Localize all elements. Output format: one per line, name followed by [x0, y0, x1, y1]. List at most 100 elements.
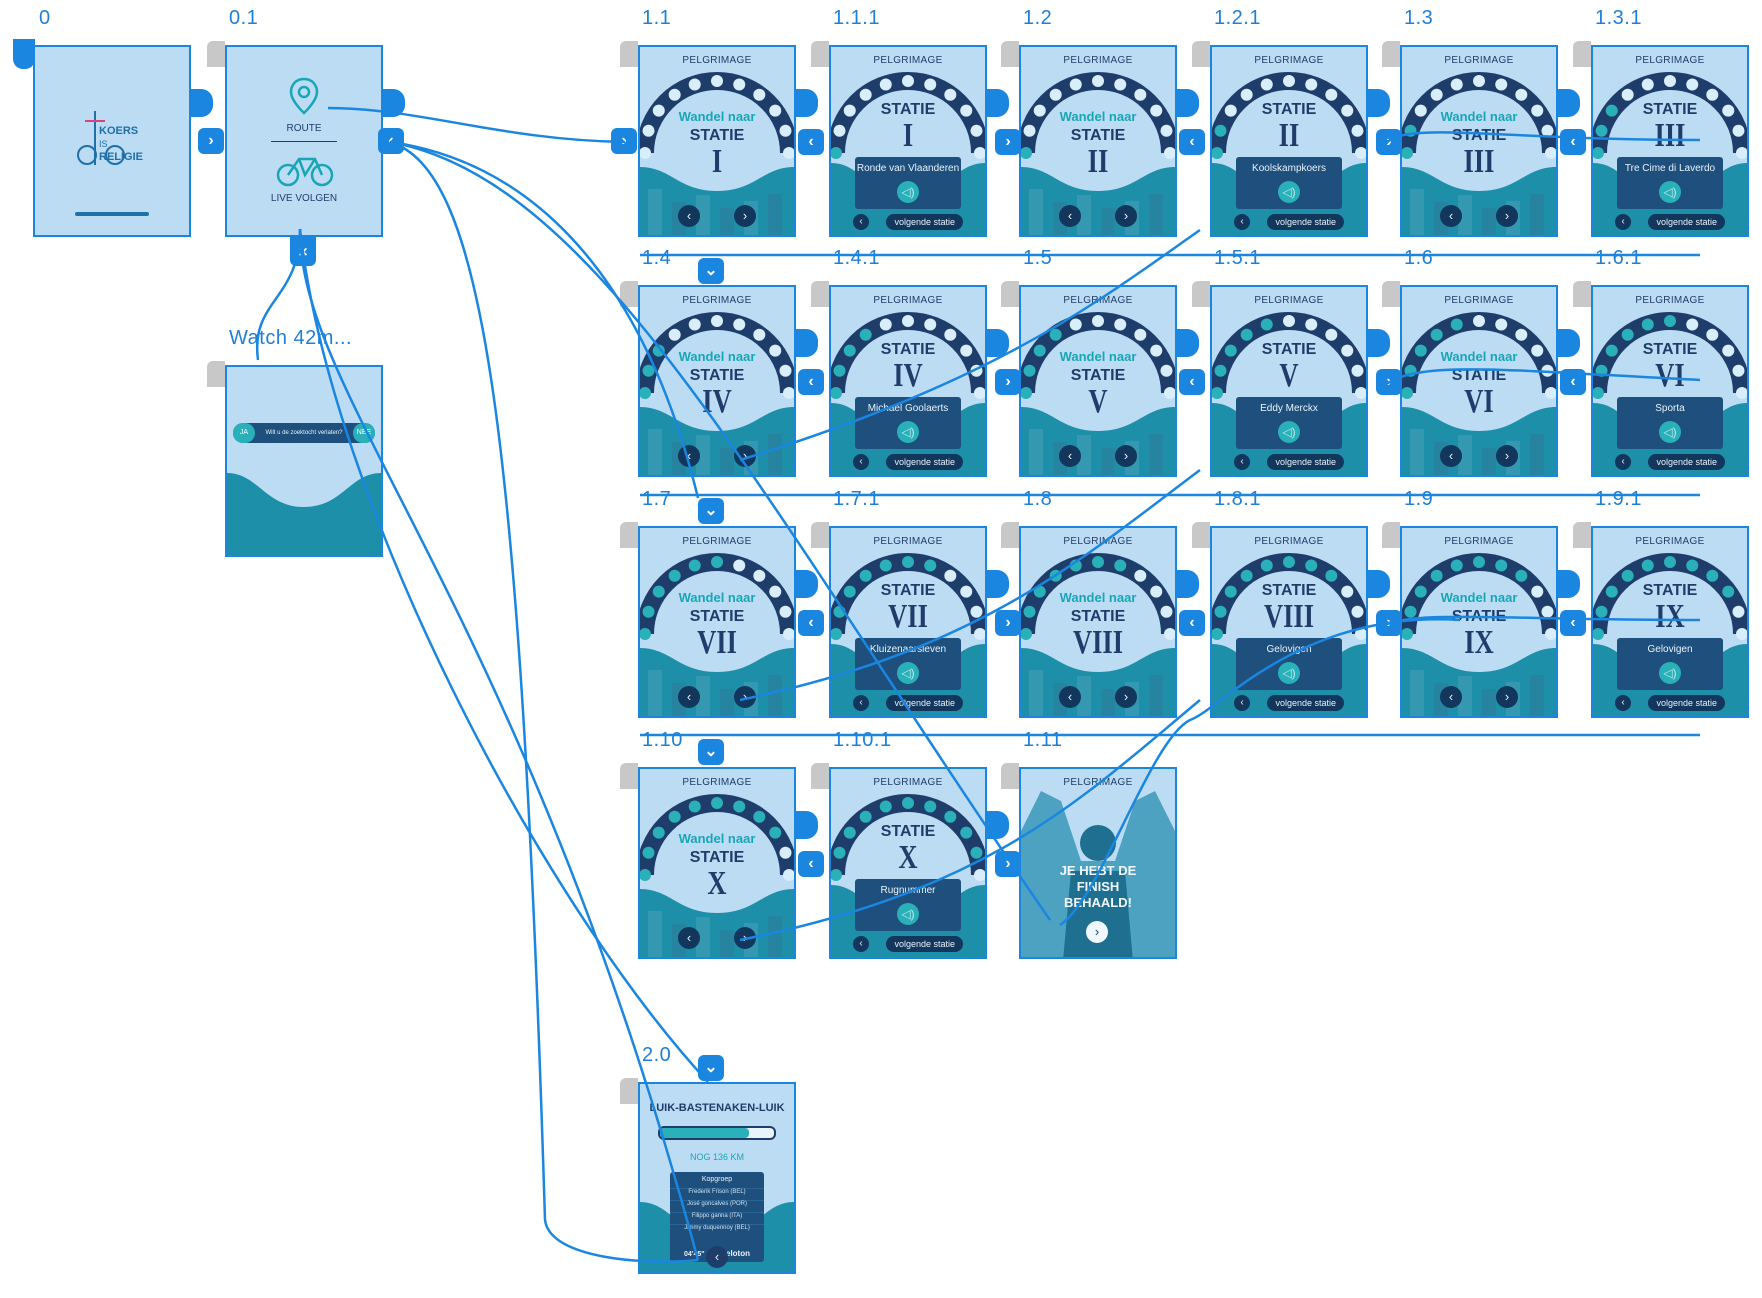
race-progress-bar — [658, 1126, 776, 1140]
previous-icon[interactable]: ‹ — [1059, 205, 1081, 227]
previous-icon[interactable]: ‹ — [1440, 205, 1462, 227]
volgende-statie-button[interactable]: volgende statie — [886, 936, 963, 952]
previous-icon[interactable]: ‹ — [853, 214, 869, 230]
route-link[interactable]: ROUTE — [286, 123, 322, 134]
previous-icon[interactable]: ‹ — [1615, 695, 1631, 711]
speaker-icon[interactable]: ◁) — [1278, 181, 1300, 203]
speaker-icon[interactable]: ◁) — [1278, 662, 1300, 684]
statie-number: X — [898, 839, 918, 876]
previous-icon[interactable]: ‹ — [1615, 214, 1631, 230]
statie-number: VI — [1655, 357, 1685, 394]
next-icon[interactable]: › — [1496, 205, 1518, 227]
previous-icon[interactable]: ‹ — [1234, 214, 1250, 230]
next-icon[interactable]: › — [1496, 445, 1518, 467]
speaker-icon[interactable]: ◁) — [1659, 662, 1681, 684]
previous-icon[interactable]: ‹ — [853, 695, 869, 711]
previous-icon[interactable]: ‹ — [678, 927, 700, 949]
volgende-statie-button[interactable]: volgende statie — [1267, 214, 1344, 230]
station-dot — [1134, 328, 1147, 341]
previous-icon[interactable]: ‹ — [1059, 445, 1081, 467]
previous-icon[interactable]: ‹ — [853, 936, 869, 952]
previous-icon[interactable]: ‹ — [1234, 695, 1250, 711]
statie-number: VIII — [1072, 624, 1124, 661]
station-dot — [879, 559, 892, 572]
volgende-statie-button[interactable]: volgende statie — [1267, 454, 1344, 470]
speaker-icon[interactable]: ◁) — [897, 903, 919, 925]
yes-button[interactable]: JA — [233, 423, 255, 443]
previous-icon[interactable]: ‹ — [678, 445, 700, 467]
speaker-icon[interactable]: ◁) — [1659, 181, 1681, 203]
location-pin-icon[interactable] — [288, 77, 320, 117]
bicycle-icon[interactable] — [275, 151, 335, 187]
volgende-statie-button[interactable]: volgende statie — [886, 454, 963, 470]
volgende-statie-button[interactable]: volgende statie — [1267, 695, 1344, 711]
artboard-label: 1.1.1 — [833, 7, 880, 29]
prototype-link — [739, 469, 1201, 702]
volgende-statie-button[interactable]: volgende statie — [1648, 454, 1725, 470]
next-icon[interactable]: › — [734, 445, 756, 467]
station-dot — [1069, 318, 1082, 331]
pelgrimage-title: PELGRIMAGE — [1063, 536, 1133, 547]
next-icon[interactable]: › — [1115, 686, 1137, 708]
previous-icon[interactable]: ‹ — [1440, 686, 1462, 708]
next-icon[interactable]: › — [1115, 445, 1137, 467]
previous-icon[interactable]: ‹ — [1615, 454, 1631, 470]
previous-icon[interactable]: ‹ — [678, 205, 700, 227]
volgende-statie-button[interactable]: volgende statie — [1648, 214, 1725, 230]
previous-icon[interactable]: ‹ — [678, 686, 700, 708]
station-dot — [944, 88, 957, 101]
artboard-corner-tab — [1192, 522, 1210, 548]
previous-icon[interactable]: ‹ — [853, 454, 869, 470]
station-dot — [783, 628, 794, 640]
volgende-statie-button[interactable]: volgende statie — [1648, 695, 1725, 711]
speaker-icon[interactable]: ◁) — [1278, 421, 1300, 443]
next-icon[interactable]: › — [1496, 686, 1518, 708]
link-arrow-icon: ‹ — [798, 129, 824, 155]
speaker-icon[interactable]: ◁) — [897, 181, 919, 203]
next-icon[interactable]: › — [1115, 205, 1137, 227]
prototype-link — [327, 106, 626, 144]
live-volgen-link[interactable]: LIVE VOLGEN — [270, 193, 338, 204]
previous-icon[interactable]: ‹ — [1234, 454, 1250, 470]
volgende-statie-button[interactable]: volgende statie — [886, 214, 963, 230]
speaker-icon[interactable]: ◁) — [897, 662, 919, 684]
next-icon[interactable]: › — [1086, 921, 1108, 943]
station-info-title: Sporta — [1655, 403, 1685, 414]
speaker-icon[interactable]: ◁) — [897, 421, 919, 443]
station-dot — [733, 800, 746, 813]
next-icon[interactable]: › — [734, 205, 756, 227]
previous-icon[interactable]: ‹ — [1440, 445, 1462, 467]
speaker-icon[interactable]: ◁) — [1659, 421, 1681, 443]
statie-number: II — [1087, 143, 1109, 180]
station-progress-dial — [640, 72, 794, 159]
station-dot — [1092, 556, 1104, 568]
link-arrow-icon: ‹ — [1179, 369, 1205, 395]
next-icon[interactable]: › — [734, 686, 756, 708]
back-icon[interactable]: ‹ — [706, 1246, 728, 1268]
station-dot — [1593, 387, 1604, 399]
pelgrimage-title: PELGRIMAGE — [682, 55, 752, 66]
previous-icon[interactable]: ‹ — [1059, 686, 1081, 708]
